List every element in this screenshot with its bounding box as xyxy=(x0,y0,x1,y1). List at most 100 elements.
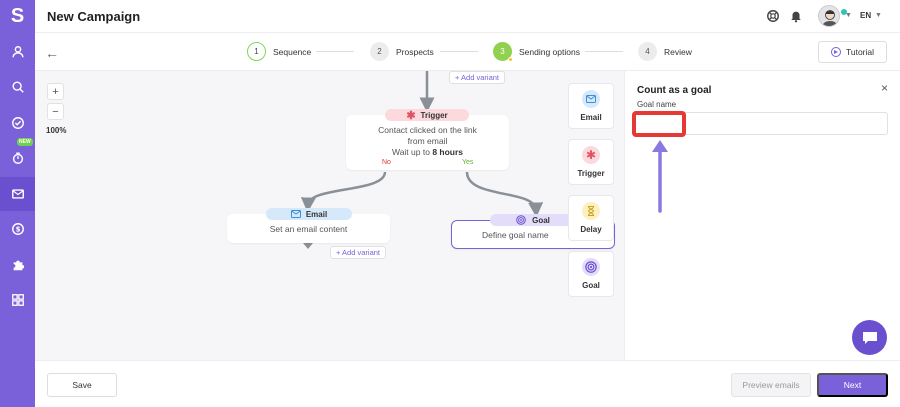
sidebar-item-contacts[interactable] xyxy=(0,35,35,69)
goal-name-label: Goal name xyxy=(637,100,677,109)
palette-trigger[interactable]: ✱ Trigger xyxy=(568,139,614,185)
palette-label: Goal xyxy=(582,281,600,290)
footer-bar: Save Preview emails Next xyxy=(35,360,900,407)
hourglass-icon xyxy=(582,202,600,220)
palette-label: Trigger xyxy=(577,169,605,178)
step-number: 2 xyxy=(370,42,389,61)
bell-icon[interactable] xyxy=(789,9,803,23)
sidebar-item-search[interactable] xyxy=(0,70,35,104)
step-number: 4 xyxy=(638,42,657,61)
new-badge: NEW xyxy=(17,138,33,146)
check-circle-icon xyxy=(11,117,24,129)
app-logo[interactable]: S xyxy=(10,5,25,27)
sidebar-item-apps[interactable] xyxy=(0,283,35,317)
flow-connectors xyxy=(300,71,544,249)
trigger-wait-prefix: Wait up to xyxy=(391,147,433,157)
page-title: New Campaign xyxy=(47,9,141,24)
avatar[interactable] xyxy=(818,5,840,27)
chat-button[interactable] xyxy=(852,320,887,355)
step-connector xyxy=(440,51,478,52)
grid-icon xyxy=(11,294,24,306)
goal-name-input[interactable] xyxy=(633,112,888,135)
add-variant-button[interactable]: + Add variant xyxy=(449,71,505,84)
goal-node-text: Define goal name xyxy=(482,230,549,240)
annotation-arrow-up-icon xyxy=(652,140,668,213)
avatar-chevron-down-icon[interactable]: ▼ xyxy=(845,12,852,19)
flow-canvas[interactable]: + − 100% + Add variant Contact clicked o… xyxy=(35,71,624,360)
highlight-annotation-box xyxy=(632,111,686,137)
step-warning-dot xyxy=(508,57,513,62)
search-icon xyxy=(11,81,24,93)
puzzle-icon xyxy=(13,260,24,271)
avatar-person-icon xyxy=(822,10,838,26)
mail-icon xyxy=(290,210,301,218)
user-icon xyxy=(11,46,24,58)
close-icon[interactable]: × xyxy=(881,81,889,95)
zoom-out-button[interactable]: − xyxy=(47,103,64,120)
step-connector xyxy=(585,51,623,52)
step-number-current: 3 xyxy=(493,42,513,62)
panel-title: Count as a goal xyxy=(637,85,712,96)
add-variant-button-email[interactable]: + Add variant xyxy=(330,246,386,259)
step-label: Sending options xyxy=(519,46,580,57)
notification-dot xyxy=(841,9,847,15)
palette-delay[interactable]: Delay xyxy=(568,195,614,241)
branch-no-label: No xyxy=(382,159,391,166)
branch-yes-label: Yes xyxy=(462,159,474,166)
sidebar: S NEW $ xyxy=(0,0,35,407)
language-chevron-down-icon[interactable]: ▼ xyxy=(875,12,882,19)
top-bar: New Campaign ▼ EN ▼ xyxy=(35,0,900,33)
next-button[interactable]: Next xyxy=(817,373,888,397)
palette-label: Email xyxy=(580,113,602,122)
trigger-wait: Wait up to 8 hours xyxy=(346,147,509,158)
step-prospects[interactable]: 2 Prospects xyxy=(370,42,434,61)
tutorial-label: Tutorial xyxy=(845,47,875,57)
email-node-text: Set an email content xyxy=(269,224,348,234)
goal-tag: Goal xyxy=(490,214,576,226)
back-arrow-icon[interactable]: ← xyxy=(45,45,59,61)
trigger-wait-value: 8 hours xyxy=(432,147,464,157)
dollar-icon: $ xyxy=(11,223,24,235)
step-sending-options[interactable]: 3 Sending options xyxy=(493,42,580,62)
asterisk-icon: ✱ xyxy=(406,109,416,122)
tutorial-button[interactable]: Tutorial xyxy=(818,41,887,63)
step-number-text: 3 xyxy=(500,47,505,56)
sidebar-item-integrations[interactable] xyxy=(0,248,35,282)
palette-email[interactable]: Email xyxy=(568,83,614,129)
mail-icon xyxy=(582,90,600,108)
trigger-condition-line1: Contact clicked on the link xyxy=(378,125,477,135)
trigger-node[interactable]: Contact clicked on the link from email W… xyxy=(346,115,509,170)
sidebar-item-automation[interactable]: NEW xyxy=(0,138,35,175)
step-connector xyxy=(316,51,354,52)
palette-label: Delay xyxy=(580,225,602,234)
goal-settings-panel: Count as a goal × Goal name xyxy=(624,71,900,360)
asterisk-icon: ✱ xyxy=(582,146,600,164)
language-selector[interactable]: EN xyxy=(860,11,872,20)
save-button[interactable]: Save xyxy=(47,373,117,397)
sidebar-item-campaigns[interactable] xyxy=(0,177,35,211)
chat-bubble-icon xyxy=(862,331,877,344)
step-review[interactable]: 4 Review xyxy=(638,42,692,61)
step-number: 1 xyxy=(247,42,266,61)
trigger-condition-line2: from email xyxy=(407,136,448,146)
sidebar-item-tasks[interactable] xyxy=(0,106,35,140)
timer-icon xyxy=(12,152,23,164)
target-icon xyxy=(582,258,600,276)
svg-text:$: $ xyxy=(15,226,20,234)
target-icon xyxy=(516,215,526,225)
email-tag: Email xyxy=(266,208,352,220)
steps-bar: ← 1 Sequence 2 Prospects 3 Sending optio… xyxy=(35,33,900,71)
zoom-level: 100% xyxy=(46,126,67,135)
palette-goal[interactable]: Goal xyxy=(568,251,614,297)
trigger-tag-label: Trigger xyxy=(420,110,448,120)
trigger-tag: ✱ Trigger xyxy=(385,109,469,122)
preview-emails-button[interactable]: Preview emails xyxy=(731,373,811,397)
step-label: Sequence xyxy=(273,46,312,57)
zoom-in-button[interactable]: + xyxy=(47,83,64,100)
sidebar-item-billing[interactable]: $ xyxy=(0,212,35,246)
help-lifebuoy-icon[interactable] xyxy=(766,9,780,23)
email-tag-label: Email xyxy=(305,209,328,219)
step-sequence[interactable]: 1 Sequence xyxy=(247,42,311,61)
goal-tag-label: Goal xyxy=(532,215,550,225)
play-icon xyxy=(830,47,841,57)
